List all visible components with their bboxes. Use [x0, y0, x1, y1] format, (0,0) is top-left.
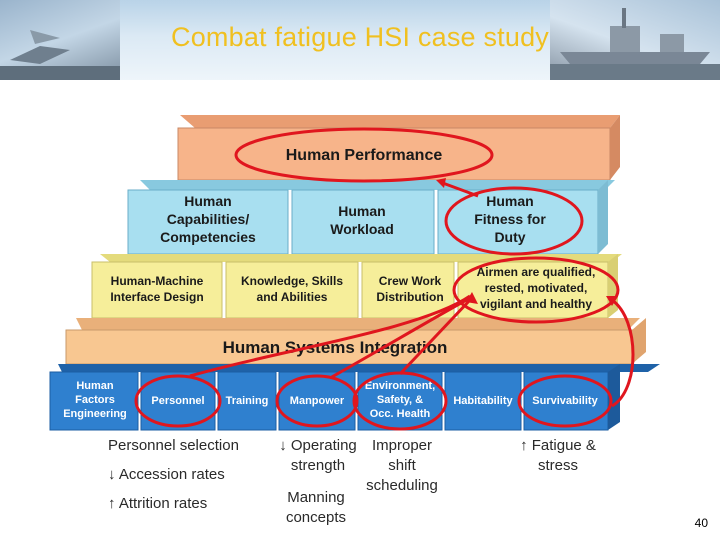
domain-training-label: Training: [226, 395, 269, 407]
attrition-rates-label: ↑ Attrition rates: [108, 495, 208, 512]
page-number: 40: [694, 516, 708, 530]
operating-strength-label: ↓ Operating strength: [279, 437, 357, 474]
highlight-ellipses: [134, 127, 620, 431]
slide-title: Combat fatigue HSI case study: [171, 22, 549, 52]
fatigue-stress-label: ↑ Fatigue & stress: [520, 437, 596, 474]
arrow-manpower-to-airmen: [329, 296, 471, 380]
title-banner: Combat fatigue HSI case study: [0, 0, 720, 80]
highlight-human-performance: [234, 127, 494, 183]
domain-esoh-label: Environment,Safety, &Occ. Health: [365, 380, 435, 420]
arrow-esoh-to-airmen: [398, 298, 472, 376]
domain-manpower-label: Manpower: [290, 395, 345, 407]
domain-survivability-label: Survivability: [532, 395, 598, 407]
accession-rates-label: ↓ Accession rates: [108, 466, 225, 483]
arrow-personnel-to-airmen: [189, 294, 471, 378]
highlight-manpower: [275, 374, 359, 428]
domain-habitability-label: Habitability: [453, 395, 513, 407]
personnel-selection-label: Personnel selection: [108, 437, 239, 454]
highlight-airmen: [452, 256, 620, 324]
arrow-fitness-to-performance: [439, 180, 479, 198]
manning-concepts-label: Manning concepts: [285, 489, 347, 526]
improper-shift-label: Improper shift scheduling: [366, 437, 438, 494]
top-block: Human Performance: [177, 115, 620, 181]
hsi-band: Human Systems Integration: [65, 318, 646, 365]
highlight-personnel: [134, 374, 222, 428]
highlight-fitness-for-duty: [444, 186, 584, 256]
top-block-label: Human Performance: [286, 147, 443, 164]
aircraft-carrier-photo: [0, 0, 120, 80]
warship-photo: [550, 0, 720, 80]
red-arrows: [189, 178, 635, 408]
domain-personnel-label: Personnel: [151, 395, 204, 407]
highlight-survivability: [517, 374, 613, 428]
arrow-survivability-to-airmen: [611, 298, 635, 408]
row3-airmen-label: Airmen are qualified,rested, motivated,v…: [477, 265, 596, 311]
